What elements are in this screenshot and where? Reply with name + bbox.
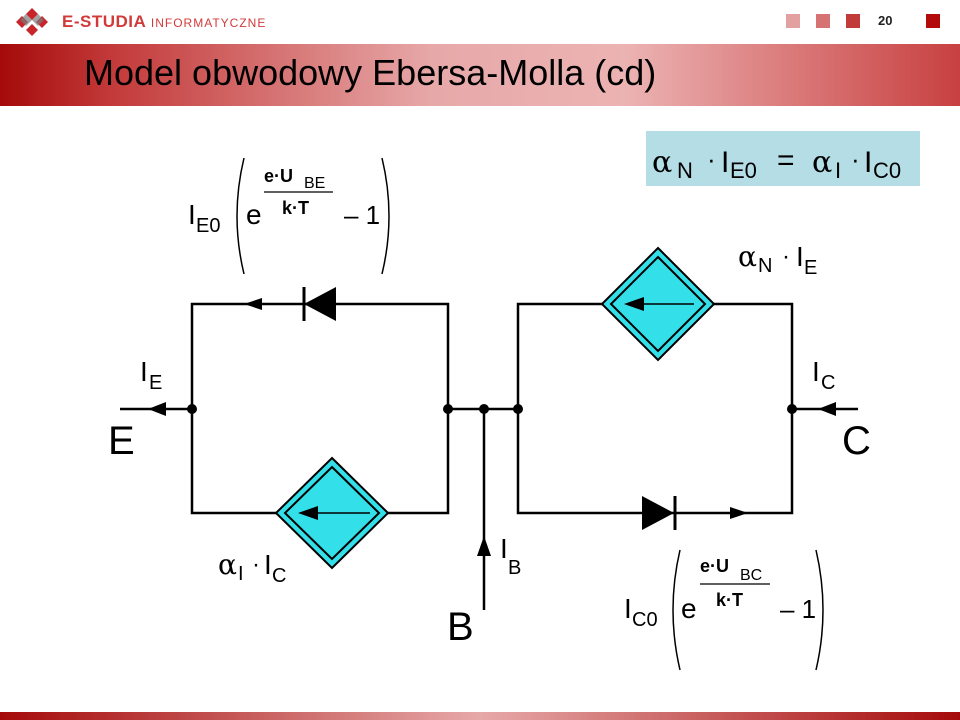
terminal-c: C: [842, 419, 871, 463]
svg-text:e: e: [246, 199, 262, 230]
page-number: 20: [878, 13, 893, 28]
svg-text:·: ·: [782, 243, 790, 270]
svg-text:I: I: [238, 563, 244, 585]
svg-text:·: ·: [707, 144, 716, 174]
emitter-saturation-formula: I E0 e e·U BE k·T – 1: [188, 157, 390, 275]
bottom-bar: [0, 712, 960, 720]
label-source-left: α I · I C: [218, 548, 286, 587]
svg-text:α: α: [738, 240, 757, 273]
svg-text:E0: E0: [196, 215, 220, 237]
equation: α N · I E0 = α I · I C0: [652, 144, 901, 183]
svg-text:e: e: [681, 593, 697, 624]
emitter-diode-icon: [302, 287, 336, 321]
svg-text:α: α: [812, 145, 832, 180]
svg-text:I: I: [835, 158, 841, 183]
junction-dots: [187, 404, 797, 414]
equation-box: [646, 131, 920, 186]
svg-text:BC: BC: [740, 567, 762, 584]
svg-text:I: I: [500, 533, 508, 564]
svg-text:e·U: e·U: [700, 556, 729, 576]
svg-text:α: α: [218, 548, 237, 581]
svg-text:– 1: – 1: [780, 594, 816, 624]
header-square-4: [926, 14, 940, 28]
svg-text:C0: C0: [873, 158, 901, 183]
current-arrow-icon: [730, 507, 748, 519]
svg-text:C: C: [821, 372, 835, 394]
svg-text:E: E: [804, 257, 817, 279]
svg-text:C: C: [272, 565, 286, 587]
svg-text:C0: C0: [632, 609, 658, 631]
current-source-left-icon: [274, 456, 390, 570]
svg-text:I: I: [864, 146, 872, 179]
svg-text:I: I: [264, 549, 272, 580]
svg-text:·: ·: [252, 551, 260, 578]
svg-text:E0: E0: [730, 158, 757, 183]
collector-saturation-formula: I C0 e e·U BC k·T – 1: [624, 549, 824, 671]
svg-text:BE: BE: [304, 175, 325, 192]
svg-text:E: E: [149, 372, 162, 394]
svg-text:I: I: [188, 199, 196, 230]
header-square-3: [846, 14, 860, 28]
terminal-b: B: [447, 605, 474, 649]
svg-text:k·T: k·T: [716, 590, 743, 610]
ib-arrow-icon: [477, 536, 491, 556]
current-arrow-icon: [244, 298, 262, 310]
collector-diode-icon: [642, 496, 677, 530]
header-square-1: [786, 14, 800, 28]
svg-text:I: I: [812, 356, 820, 387]
header-square-2: [816, 14, 830, 28]
right-loop-wires: [516, 302, 858, 515]
left-loop-wires: [120, 302, 518, 610]
top-bar: E-STUDIA INFORMATYCZNE 20: [0, 0, 960, 44]
logo-text: E-STUDIA INFORMATYCZNE: [62, 12, 267, 31]
svg-text:·: ·: [851, 144, 860, 174]
label-ie: I E: [140, 356, 162, 394]
svg-text:e·U: e·U: [264, 166, 293, 186]
label-ic: I C: [812, 356, 835, 394]
svg-text:I: I: [721, 146, 729, 179]
svg-text:I: I: [140, 356, 148, 387]
e-studia-logo-icon: [16, 8, 48, 36]
svg-text:N: N: [758, 255, 772, 277]
ie-arrow-icon: [148, 402, 166, 416]
svg-text:B: B: [508, 557, 521, 579]
current-source-right-icon: [600, 246, 716, 362]
svg-text:=: =: [777, 144, 795, 177]
svg-text:k·T: k·T: [282, 198, 309, 218]
svg-text:α: α: [652, 145, 672, 180]
svg-text:N: N: [677, 158, 693, 183]
ic-arrow-icon: [818, 402, 836, 416]
label-ib: I B: [500, 533, 521, 579]
label-source-right: α N · I E: [738, 240, 817, 279]
title-bar: [0, 44, 960, 106]
svg-text:I: I: [796, 241, 804, 272]
svg-text:– 1: – 1: [344, 200, 380, 230]
terminal-e: E: [108, 419, 135, 463]
slide-title: Model obwodowy Ebersa-Molla (cd): [84, 52, 657, 93]
svg-text:I: I: [624, 593, 632, 624]
